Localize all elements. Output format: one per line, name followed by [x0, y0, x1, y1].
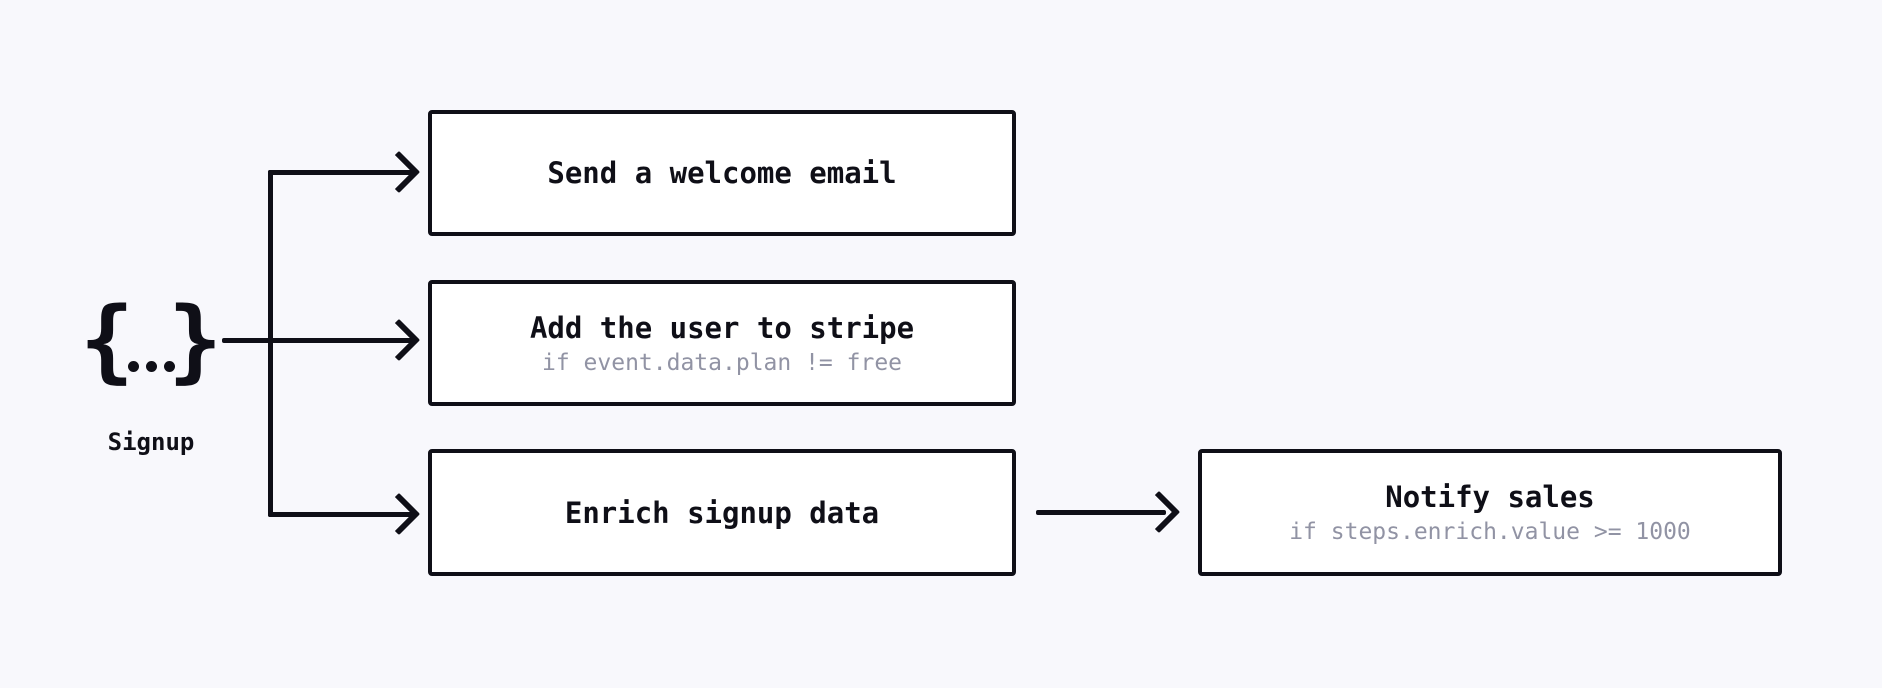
node-title: Enrich signup data	[564, 495, 880, 530]
node-notify-sales: Notify sales if steps.enrich.value >= 10…	[1198, 449, 1782, 576]
arrowhead-enrich-icon	[377, 492, 421, 536]
node-enrich-signup-data: Enrich signup data	[428, 449, 1016, 576]
edge-enrich-line	[267, 511, 415, 517]
ellipsis-dots-icon	[124, 361, 178, 372]
node-title: Notify sales	[1385, 480, 1595, 514]
node-add-user-to-stripe: Add the user to stripe if event.data.pla…	[428, 280, 1016, 406]
node-title: Add the user to stripe	[529, 310, 915, 345]
arrowhead-welcome-icon	[377, 150, 421, 194]
event-label: Signup	[107, 428, 195, 456]
node-send-welcome-email: Send a welcome email	[428, 110, 1016, 236]
edge-stripe-line	[222, 337, 414, 343]
close-brace-glyph: }	[168, 288, 223, 393]
node-condition: if event.data.plan != free	[541, 349, 903, 376]
edge-notify-line	[1036, 509, 1166, 515]
event-node-signup: { } Signup	[80, 293, 222, 456]
node-condition: if steps.enrich.value >= 1000	[1289, 519, 1691, 545]
arrowhead-stripe-icon	[377, 318, 421, 362]
json-event-icon: { }	[80, 293, 222, 388]
open-brace-glyph: {	[79, 288, 134, 393]
arrowhead-notify-icon	[1137, 490, 1181, 534]
edge-trunk-line	[267, 169, 273, 517]
edge-welcome-line	[267, 169, 415, 175]
node-title: Send a welcome email	[547, 156, 897, 190]
